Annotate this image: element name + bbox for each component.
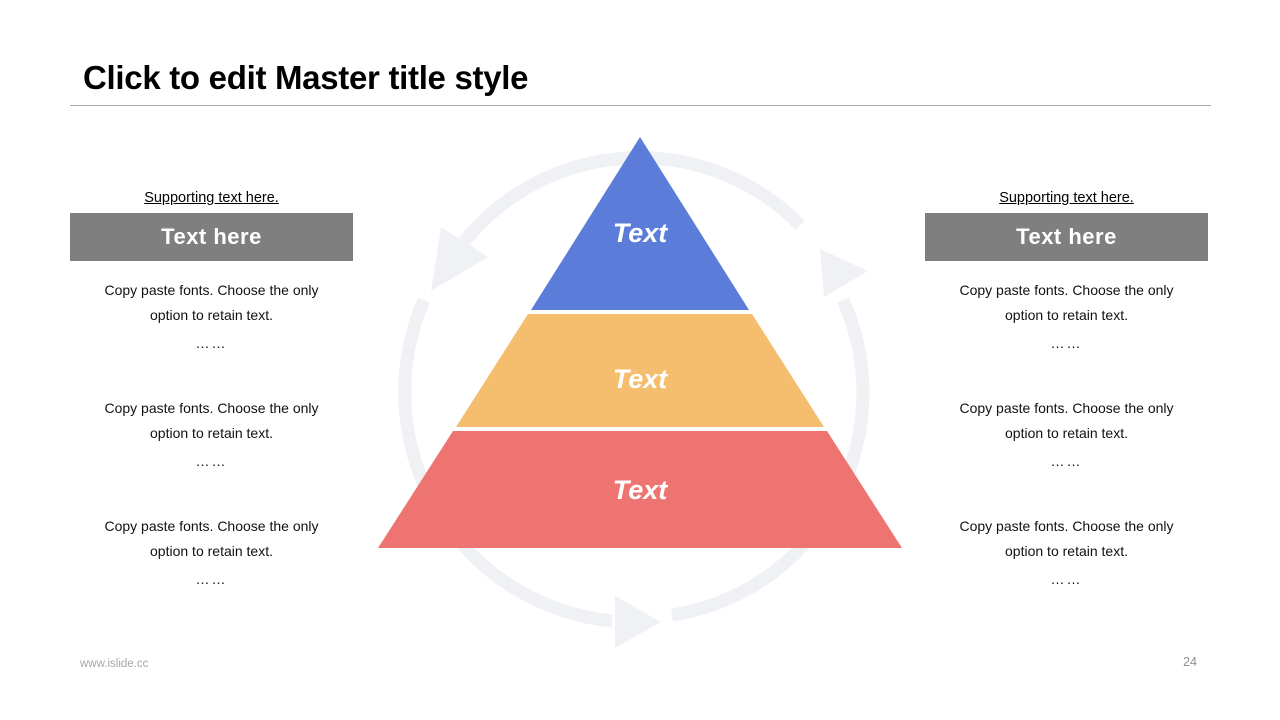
- title-divider: [70, 105, 1211, 106]
- para-line: option to retain text.: [1005, 425, 1128, 441]
- footer-url: www.islide.cc: [80, 658, 149, 670]
- pyramid-level-middle[interactable]: [456, 314, 824, 427]
- cycle-arrowhead-right-icon: [820, 249, 868, 297]
- pyramid: Text Text Text: [378, 137, 902, 548]
- pyramid-label-top[interactable]: Text: [613, 218, 669, 248]
- para-line: Copy paste fonts. Choose the only: [959, 400, 1174, 416]
- para-line: option to retain text.: [1005, 307, 1128, 323]
- para-ellipsis: ……: [1050, 335, 1083, 351]
- body-paragraph[interactable]: Copy paste fonts. Choose the only option…: [925, 278, 1208, 353]
- para-ellipsis: ……: [195, 571, 228, 587]
- cycle-arrowhead-left-icon: [431, 227, 488, 291]
- pyramid-level-bottom[interactable]: [378, 431, 902, 548]
- text-here-box-right-label: Text here: [1016, 224, 1117, 249]
- para-line: Copy paste fonts. Choose the only: [959, 282, 1174, 298]
- pyramid-level-top[interactable]: [531, 137, 749, 310]
- body-paragraph[interactable]: Copy paste fonts. Choose the only option…: [70, 396, 353, 471]
- text-here-box-left[interactable]: Text here: [70, 213, 353, 261]
- para-ellipsis: ……: [195, 453, 228, 469]
- body-paragraph[interactable]: Copy paste fonts. Choose the only option…: [925, 514, 1208, 589]
- para-line: option to retain text.: [150, 425, 273, 441]
- para-ellipsis: ……: [1050, 571, 1083, 587]
- text-here-box-left-label: Text here: [161, 224, 262, 249]
- para-ellipsis: ……: [1050, 453, 1083, 469]
- pyramid-label-bottom[interactable]: Text: [613, 475, 669, 505]
- right-paragraph-stack: Copy paste fonts. Choose the only option…: [925, 278, 1208, 589]
- para-line: Copy paste fonts. Choose the only: [959, 518, 1174, 534]
- para-line: Copy paste fonts. Choose the only: [104, 282, 319, 298]
- para-ellipsis: ……: [195, 335, 228, 351]
- body-paragraph[interactable]: Copy paste fonts. Choose the only option…: [925, 396, 1208, 471]
- supporting-text-right[interactable]: Supporting text here.: [999, 190, 1134, 206]
- pyramid-label-middle[interactable]: Text: [613, 364, 669, 394]
- cycle-arrowhead-bottom-icon: [615, 596, 661, 648]
- page-number: 24: [1183, 655, 1197, 669]
- left-paragraph-stack: Copy paste fonts. Choose the only option…: [70, 278, 353, 589]
- para-line: option to retain text.: [150, 543, 273, 559]
- para-line: option to retain text.: [150, 307, 273, 323]
- supporting-text-left[interactable]: Supporting text here.: [144, 190, 279, 206]
- body-paragraph[interactable]: Copy paste fonts. Choose the only option…: [70, 278, 353, 353]
- left-column: Supporting text here. Text here Copy pas…: [70, 190, 353, 632]
- para-line: option to retain text.: [1005, 543, 1128, 559]
- para-line: Copy paste fonts. Choose the only: [104, 400, 319, 416]
- para-line: Copy paste fonts. Choose the only: [104, 518, 319, 534]
- slide-title[interactable]: Click to edit Master title style: [83, 59, 529, 96]
- body-paragraph[interactable]: Copy paste fonts. Choose the only option…: [70, 514, 353, 589]
- text-here-box-right[interactable]: Text here: [925, 213, 1208, 261]
- right-column: Supporting text here. Text here Copy pas…: [925, 190, 1208, 632]
